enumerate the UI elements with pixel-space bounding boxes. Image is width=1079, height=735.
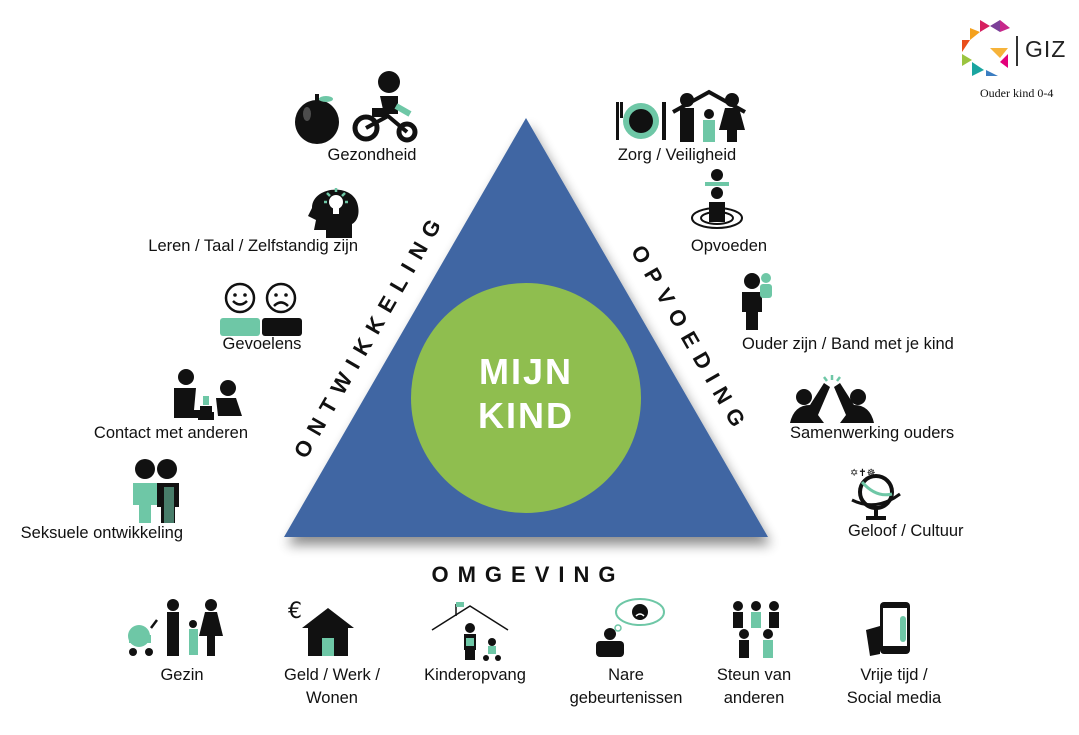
label-gezondheid: Gezondheid [327, 146, 417, 164]
label-nare: Nare gebeurtenissen [551, 664, 701, 710]
phone-hand-icon [866, 602, 910, 656]
giz-divider [1016, 36, 1018, 66]
label-zorg: Zorg / Veiligheid [617, 146, 737, 164]
label-gevoelens: Gevoelens [222, 335, 302, 353]
label-steun: Steun van anderen [679, 664, 829, 710]
couple-icon [133, 459, 179, 523]
label-vrije-line1: Vrije tijd / [860, 666, 928, 684]
center-title: MIJN KIND [411, 350, 641, 438]
globe-religion-icon: ✡✝☸ [850, 468, 901, 520]
svg-text:✡✝☸: ✡✝☸ [850, 468, 876, 479]
label-steun-line2: anderen [723, 689, 785, 707]
happy-sad-faces-icon [220, 282, 302, 336]
apple-icon [295, 94, 339, 144]
svg-text:€: € [288, 599, 302, 624]
giz-brand-name: GIZ [1025, 36, 1067, 62]
plate-cutlery-icon [616, 102, 666, 140]
label-seksuele: Seksuele ontwikkeling [20, 524, 183, 542]
daycare-icon [431, 602, 509, 661]
parenting-target-icon [691, 169, 743, 229]
children-playing-icon [174, 369, 242, 420]
high-five-icon [790, 375, 874, 423]
tricycle-icon [352, 71, 418, 143]
parent-holding-baby-icon [742, 273, 772, 330]
label-kinderopvang: Kinderopvang [424, 666, 526, 684]
center-line-1: MIJN [478, 351, 573, 392]
center-circle [411, 283, 641, 513]
house-euro-icon: € [288, 599, 354, 656]
center-line-2: KIND [478, 395, 574, 436]
label-vrije-tijd: Vrije tijd / Social media [819, 664, 969, 710]
label-nare-line1: Nare [608, 666, 644, 684]
label-opvoeden: Opvoeden [690, 237, 768, 255]
family-stroller-icon [128, 599, 223, 656]
label-geld-line2: Wonen [306, 689, 358, 707]
support-group-icon [733, 601, 779, 658]
label-gezin: Gezin [160, 666, 204, 684]
label-geloof: Geloof / Cultuur [848, 522, 964, 540]
label-leren: Leren / Taal / Zelfstandig zijn [148, 237, 358, 255]
sad-thought-icon [596, 598, 665, 657]
giz-subtitle: Ouder kind 0-4 [980, 86, 1054, 100]
label-nare-line2: gebeurtenissen [569, 689, 683, 707]
label-samenwerking: Samenwerking ouders [790, 424, 955, 442]
side-label-omgeving: OMGEVING [431, 562, 625, 587]
label-vrije-line2: Social media [846, 689, 942, 707]
head-lightbulb-icon [308, 188, 359, 238]
label-contact: Contact met anderen [93, 424, 248, 442]
label-steun-line1: Steun van [716, 666, 792, 684]
label-geld-line1: Geld / Werk / [284, 666, 380, 684]
family-roof-icon [672, 89, 746, 142]
label-ouder-zijn: Ouder zijn / Band met je kind [742, 335, 954, 353]
label-geld: Geld / Werk / Wonen [257, 664, 407, 710]
giz-logo-icon [962, 20, 1010, 76]
